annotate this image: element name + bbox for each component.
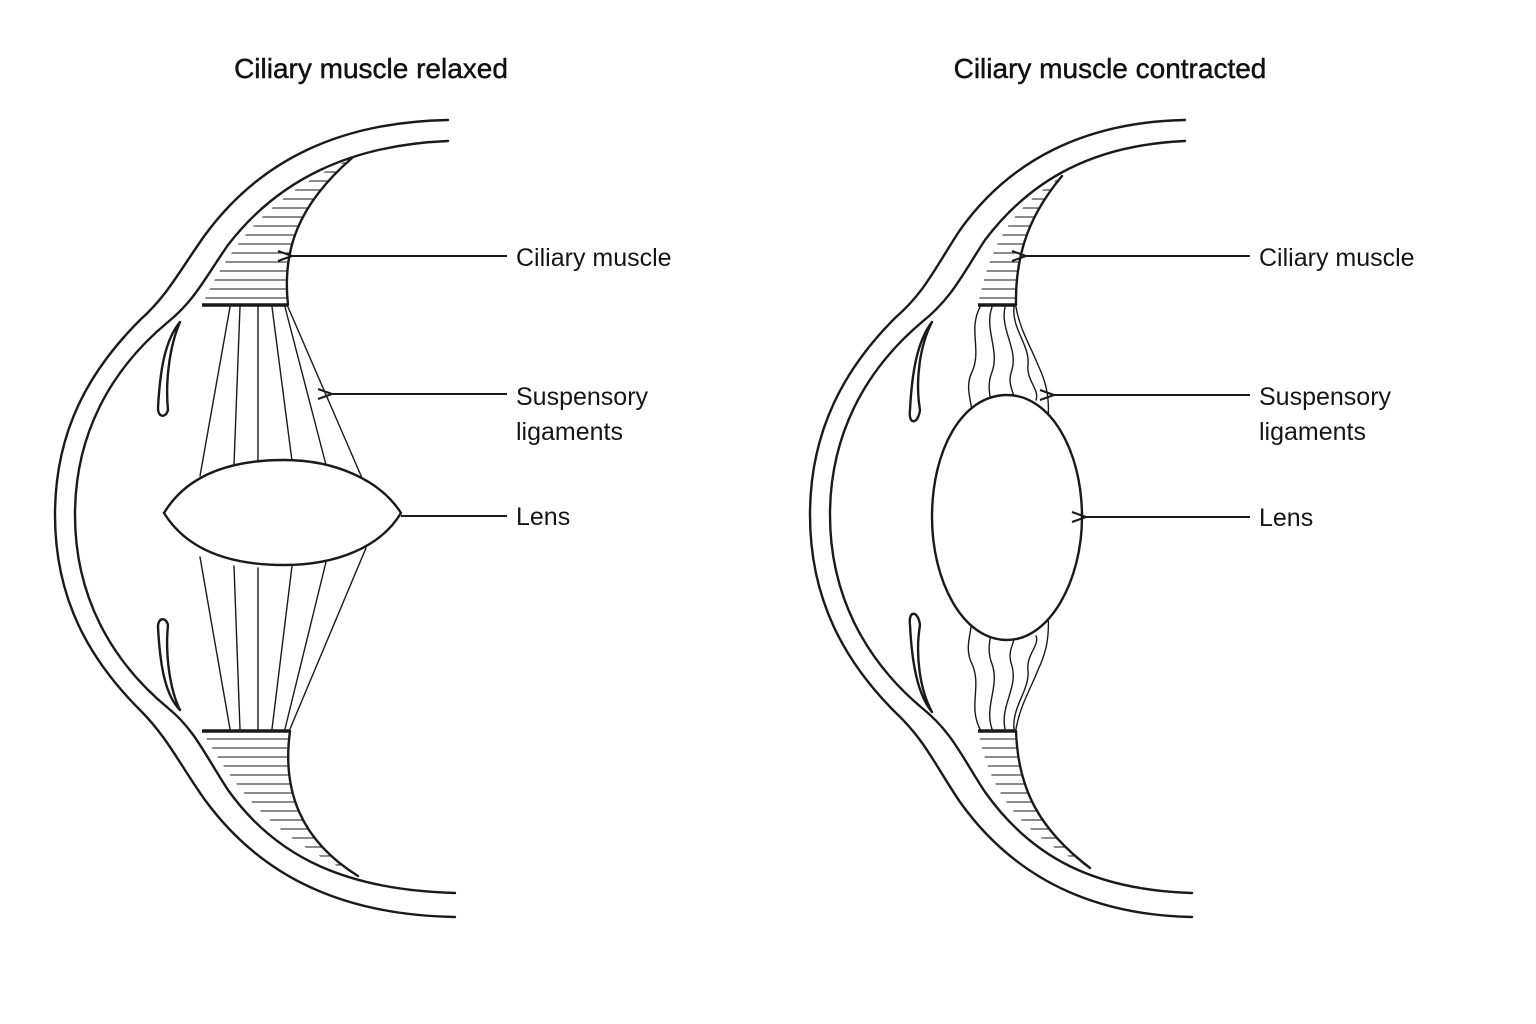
iris-upper [156,320,182,417]
outer-shell-inner [73,139,457,895]
label-ciliary-muscle: Ciliary muscle [1259,244,1415,272]
ciliary-muscle-top [202,156,354,307]
panel-title-relaxed: Ciliary muscle relaxed [234,53,508,84]
label-lens: Lens [516,503,570,531]
panel-contracted: Ciliary muscle contracted [808,53,1415,919]
label-lens: Lens [1259,504,1313,532]
label-suspensory-line2: ligaments [516,418,623,446]
ciliary-muscle-bottom [978,729,1092,870]
panel-title-contracted: Ciliary muscle contracted [954,53,1267,84]
label-suspensory-line2: ligaments [1259,418,1366,446]
label-ciliary-muscle: Ciliary muscle [516,244,672,272]
lens-thick [930,393,1084,642]
label-suspensory-line1: Suspensory [516,383,649,411]
iris-lower [908,612,934,714]
outer-shell-inner [828,139,1194,895]
iris-lower [156,618,182,712]
label-suspensory-line1: Suspensory [1259,383,1392,411]
ciliary-muscle-top [978,174,1064,307]
iris-upper [908,320,934,423]
outer-shell-outer [53,118,457,919]
outer-shell-outer [808,118,1194,919]
lens-thin [162,458,403,567]
panel-relaxed: Ciliary muscle relaxed [53,53,672,919]
